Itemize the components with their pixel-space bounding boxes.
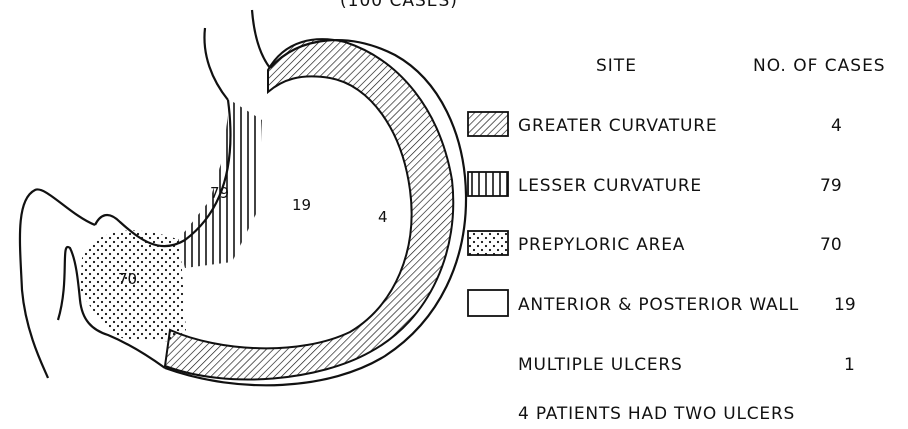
prepyloric-swatch [468, 231, 508, 255]
wall-label: ANTERIOR & POSTERIOR WALL [518, 295, 799, 315]
wall-swatch [468, 290, 508, 316]
multiple-ulcers-count: 1 [844, 355, 855, 375]
cases-column-header: NO. OF CASES [753, 56, 886, 76]
two-ulcers-note: 4 PATIENTS HAD TWO ULCERS [518, 404, 795, 424]
greater-curvature-label: GREATER CURVATURE [518, 116, 717, 136]
greater-curvature-count: 4 [831, 116, 842, 136]
multiple-ulcers-label: MULTIPLE ULCERS [518, 355, 683, 375]
site-column-header: SITE [596, 56, 637, 76]
lesser-curvature-label: LESSER CURVATURE [518, 176, 702, 196]
lesser-curvature-count: 79 [820, 176, 842, 196]
lesser-curvature-diagram-label: 79 [210, 184, 229, 202]
greater-curvature-swatch [468, 112, 508, 136]
esophagus-outline [204, 28, 228, 100]
greater-curvature-diagram-label: 4 [378, 208, 388, 226]
prepyloric-label: PREPYLORIC AREA [518, 235, 685, 255]
prepyloric-count: 70 [820, 235, 842, 255]
prepyloric-diagram-label: 70 [118, 270, 137, 288]
stomach-drawing [20, 10, 466, 385]
lesser-curvature-swatch [468, 172, 508, 196]
wall-count: 19 [834, 295, 856, 315]
wall-diagram-label: 19 [292, 196, 311, 214]
figure-title-fragment: (100 CASES) [340, 0, 458, 11]
